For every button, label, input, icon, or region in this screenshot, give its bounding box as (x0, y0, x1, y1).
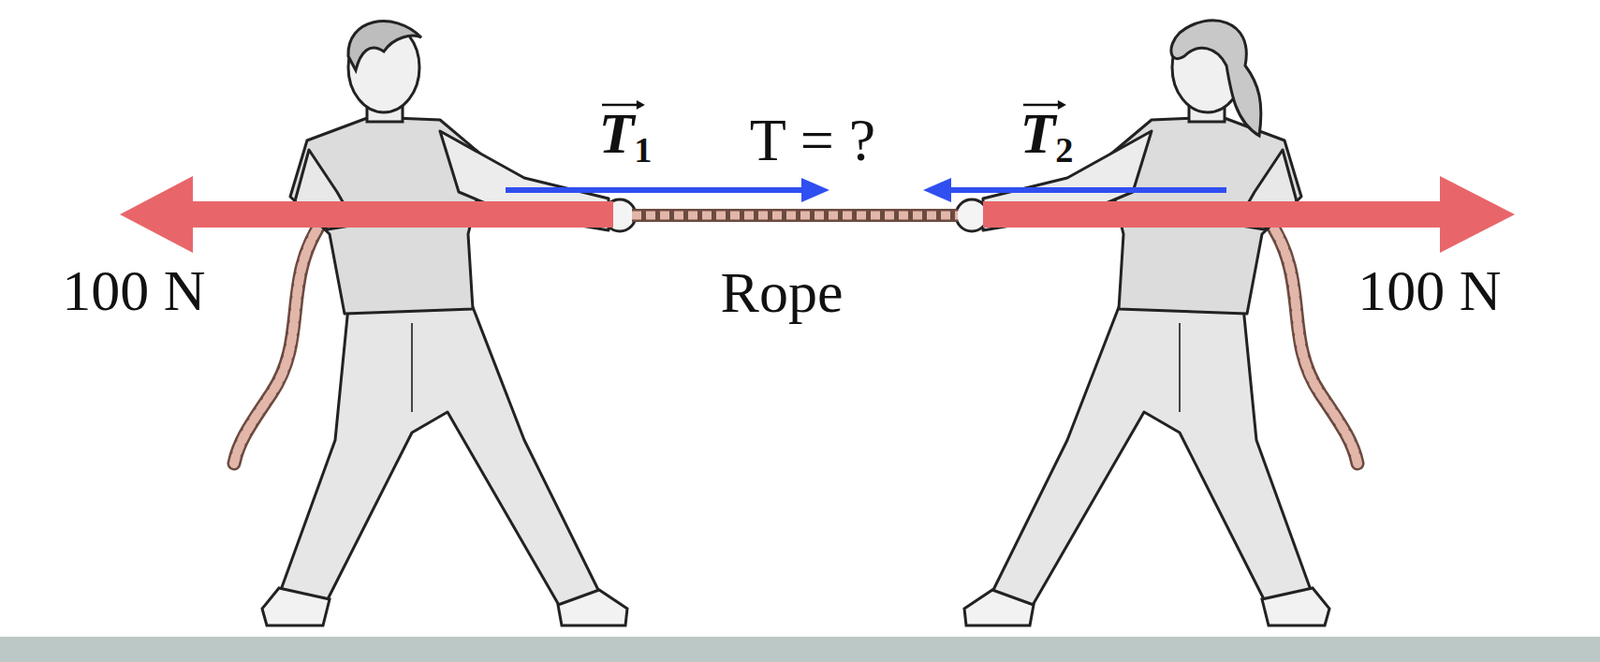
label-box: Rope (720, 263, 844, 322)
label-box: T1 (598, 103, 652, 168)
force-magnitude: 100 N (61, 261, 206, 320)
subscript: 2 (1055, 130, 1073, 170)
vector-symbol: T (1019, 101, 1056, 165)
unknown-tension-label: T = ? (749, 110, 876, 171)
vector-symbol: T (598, 101, 634, 165)
tension-vector-label: T1 (598, 103, 652, 168)
tension-vector-label: T2 (1019, 103, 1073, 168)
subscript: 1 (633, 130, 652, 170)
label-box: T = ? (749, 110, 876, 171)
rope-label: Rope (720, 263, 844, 322)
label-box: 100 N (1357, 261, 1501, 320)
label-box: T2 (1019, 103, 1073, 168)
label-box: 100 N (61, 261, 206, 320)
force-magnitude: 100 N (1357, 261, 1501, 320)
